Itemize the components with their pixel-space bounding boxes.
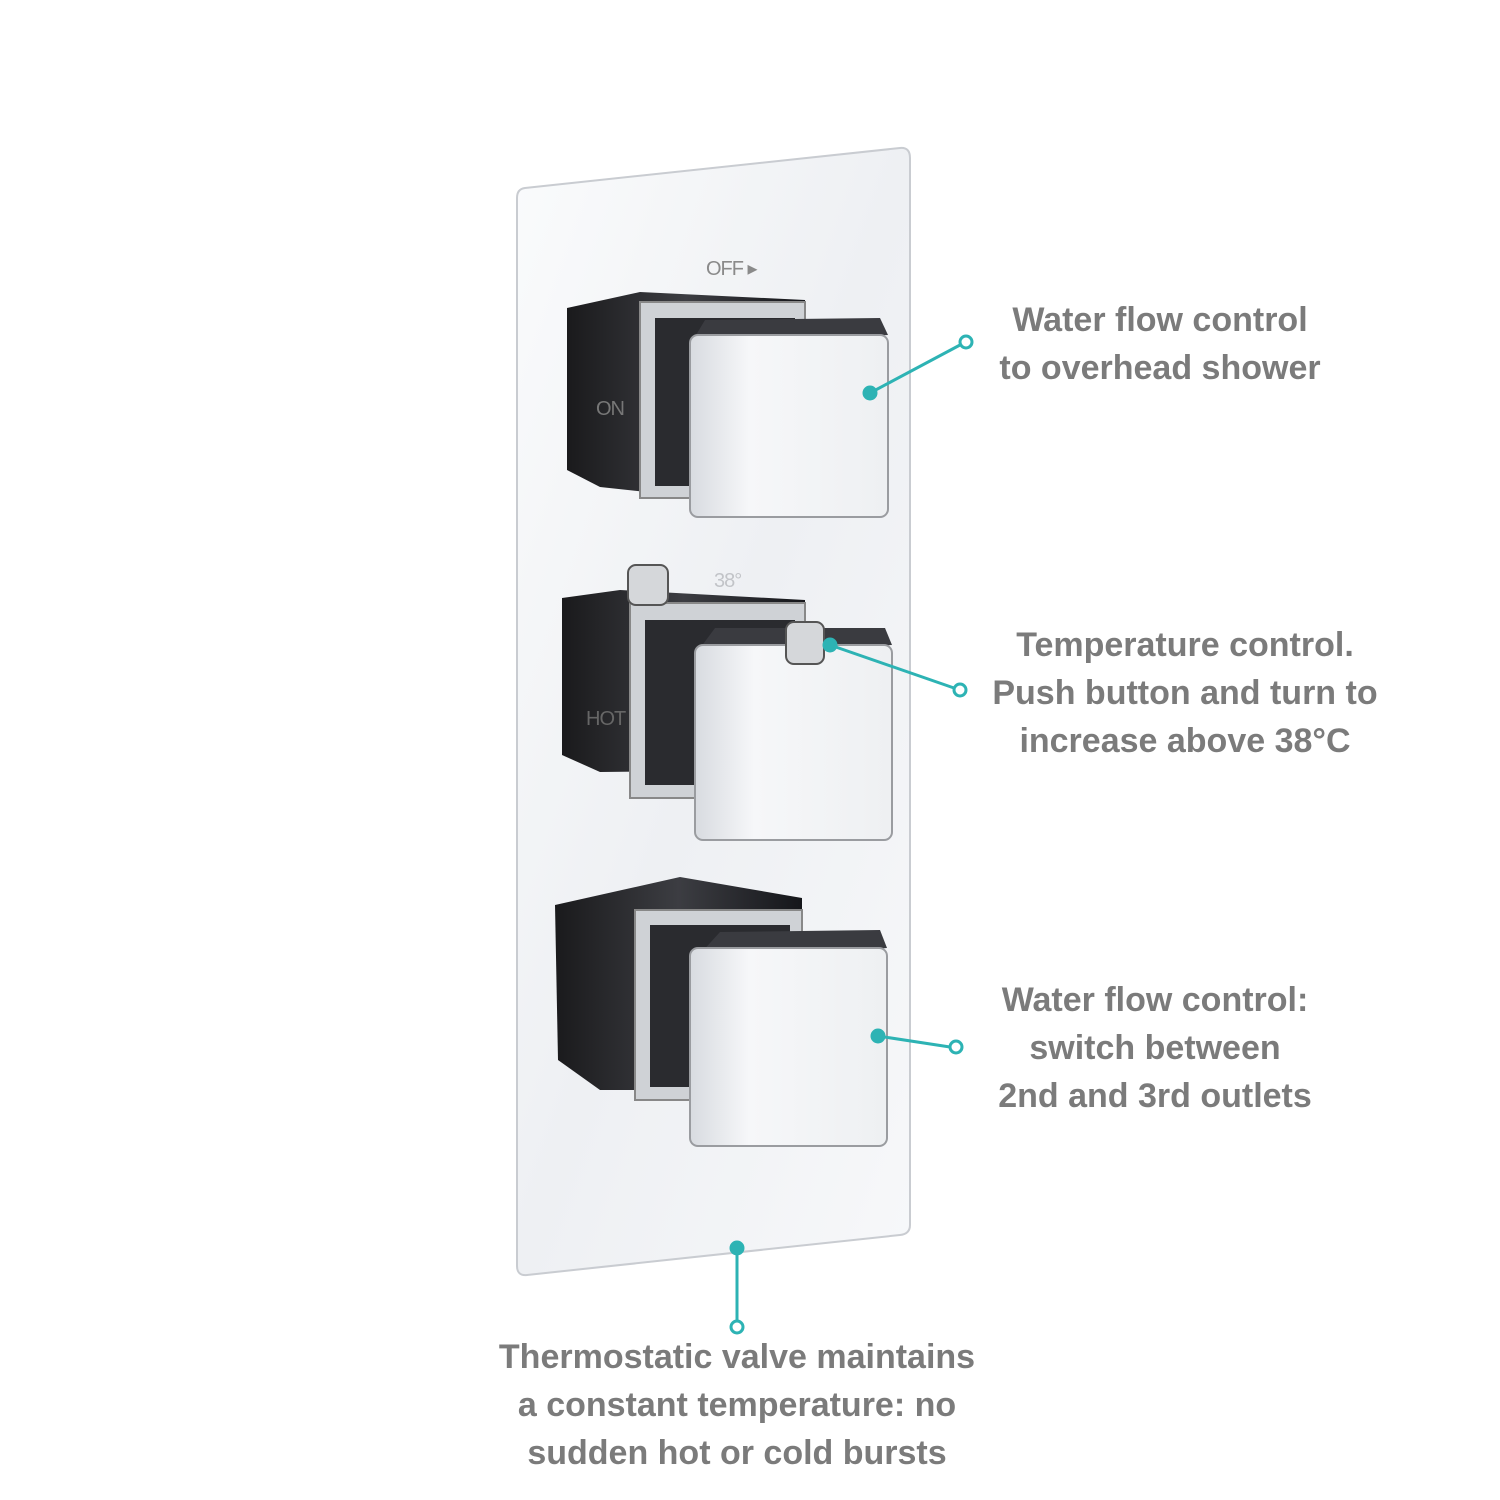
knob-bottom — [555, 877, 888, 1147]
callout-text: Temperature control. — [1016, 626, 1354, 664]
callout-text: Water flow control: — [1001, 981, 1309, 1019]
temp-label: 38° — [714, 570, 742, 592]
callout-temperature: Temperature control. Push button and tur… — [975, 621, 1395, 765]
callout-text: switch between — [1029, 1029, 1281, 1067]
callout-line-temperature — [822, 637, 968, 698]
callout-text: Push button and turn to — [992, 674, 1378, 712]
callout-line-diverter — [870, 1028, 964, 1055]
knob-middle — [562, 564, 893, 841]
callout-text: Water flow control — [1012, 301, 1308, 339]
callout-text: sudden hot or cold bursts — [527, 1434, 947, 1472]
hot-label: HOT — [586, 708, 626, 730]
callout-line-thermostatic — [729, 1240, 745, 1335]
callout-line-overhead — [862, 334, 974, 401]
callout-thermostatic: Thermostatic valve maintains a constant … — [487, 1333, 987, 1477]
callout-text: to overhead shower — [999, 349, 1321, 387]
callout-text: increase above 38°C — [1019, 722, 1351, 760]
callout-text: Thermostatic valve maintains — [498, 1338, 976, 1376]
callout-diverter: Water flow control: switch between 2nd a… — [955, 976, 1355, 1120]
knob-top — [567, 292, 889, 518]
callout-text: 2nd and 3rd outlets — [998, 1077, 1312, 1115]
callout-text: a constant temperature: no — [517, 1386, 957, 1424]
on-label: ON — [596, 398, 625, 420]
off-label: OFF ▸ — [706, 258, 758, 280]
callout-overhead: Water flow control to overhead shower — [960, 296, 1360, 392]
